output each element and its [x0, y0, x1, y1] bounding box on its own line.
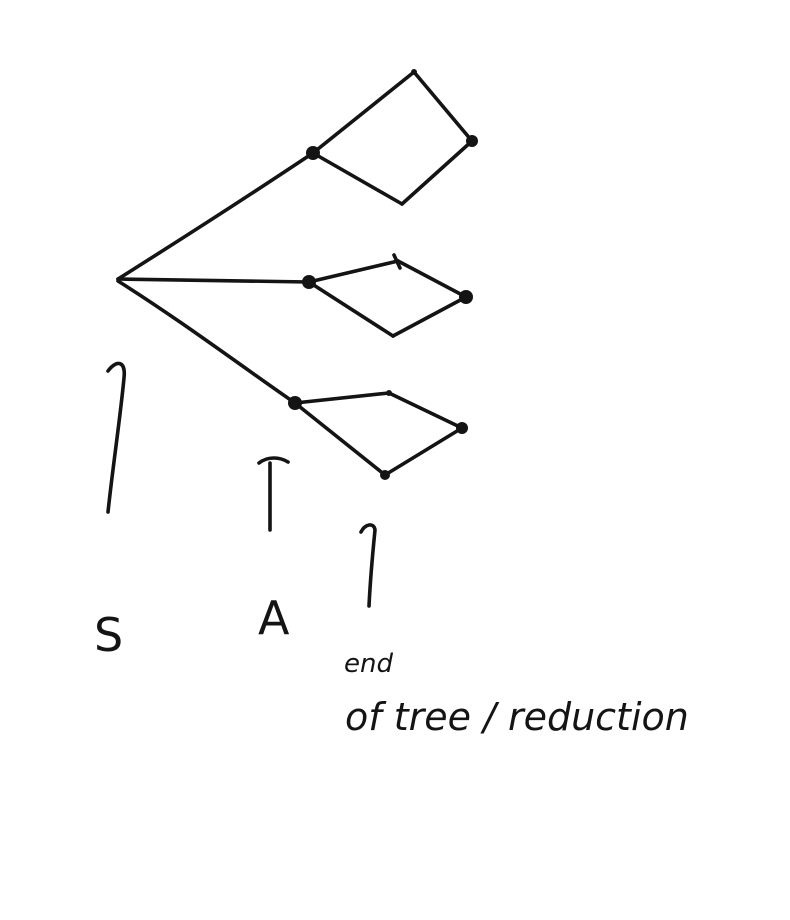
edge	[383, 426, 464, 477]
diamond-bottom	[288, 390, 468, 480]
label-end-line1: end	[344, 649, 393, 679]
node-a-middle	[302, 275, 316, 289]
edge	[311, 70, 416, 155]
diamond-top	[306, 69, 478, 206]
edge-root-middle	[116, 277, 311, 284]
root-branches	[116, 151, 315, 405]
edge	[396, 259, 468, 299]
node-end-bottom	[456, 422, 468, 434]
edge	[307, 259, 400, 284]
edge	[387, 391, 464, 430]
label-end-line2: of tree / reduction	[345, 695, 689, 739]
diamond-middle	[302, 253, 473, 338]
node-end-top	[466, 135, 478, 147]
edge	[311, 151, 404, 206]
edge	[307, 280, 395, 338]
node-a-bottom	[288, 396, 302, 410]
edge-root-top	[116, 151, 315, 281]
label-s: S	[94, 608, 123, 662]
node-a-top	[306, 146, 320, 160]
arrow-a	[257, 456, 290, 532]
node	[380, 470, 390, 480]
node	[386, 390, 392, 396]
tick-mark	[392, 253, 402, 270]
label-a: A	[258, 591, 290, 645]
edge-root-bottom	[116, 279, 297, 405]
node	[411, 69, 417, 75]
node-end-middle	[459, 290, 473, 304]
edge	[293, 391, 391, 405]
arrow-s	[106, 361, 127, 514]
pointer-arrows	[106, 361, 377, 608]
edge	[293, 401, 387, 477]
edge	[391, 295, 468, 338]
edge	[400, 139, 474, 206]
edge	[412, 70, 474, 143]
arrow-end	[359, 523, 377, 608]
